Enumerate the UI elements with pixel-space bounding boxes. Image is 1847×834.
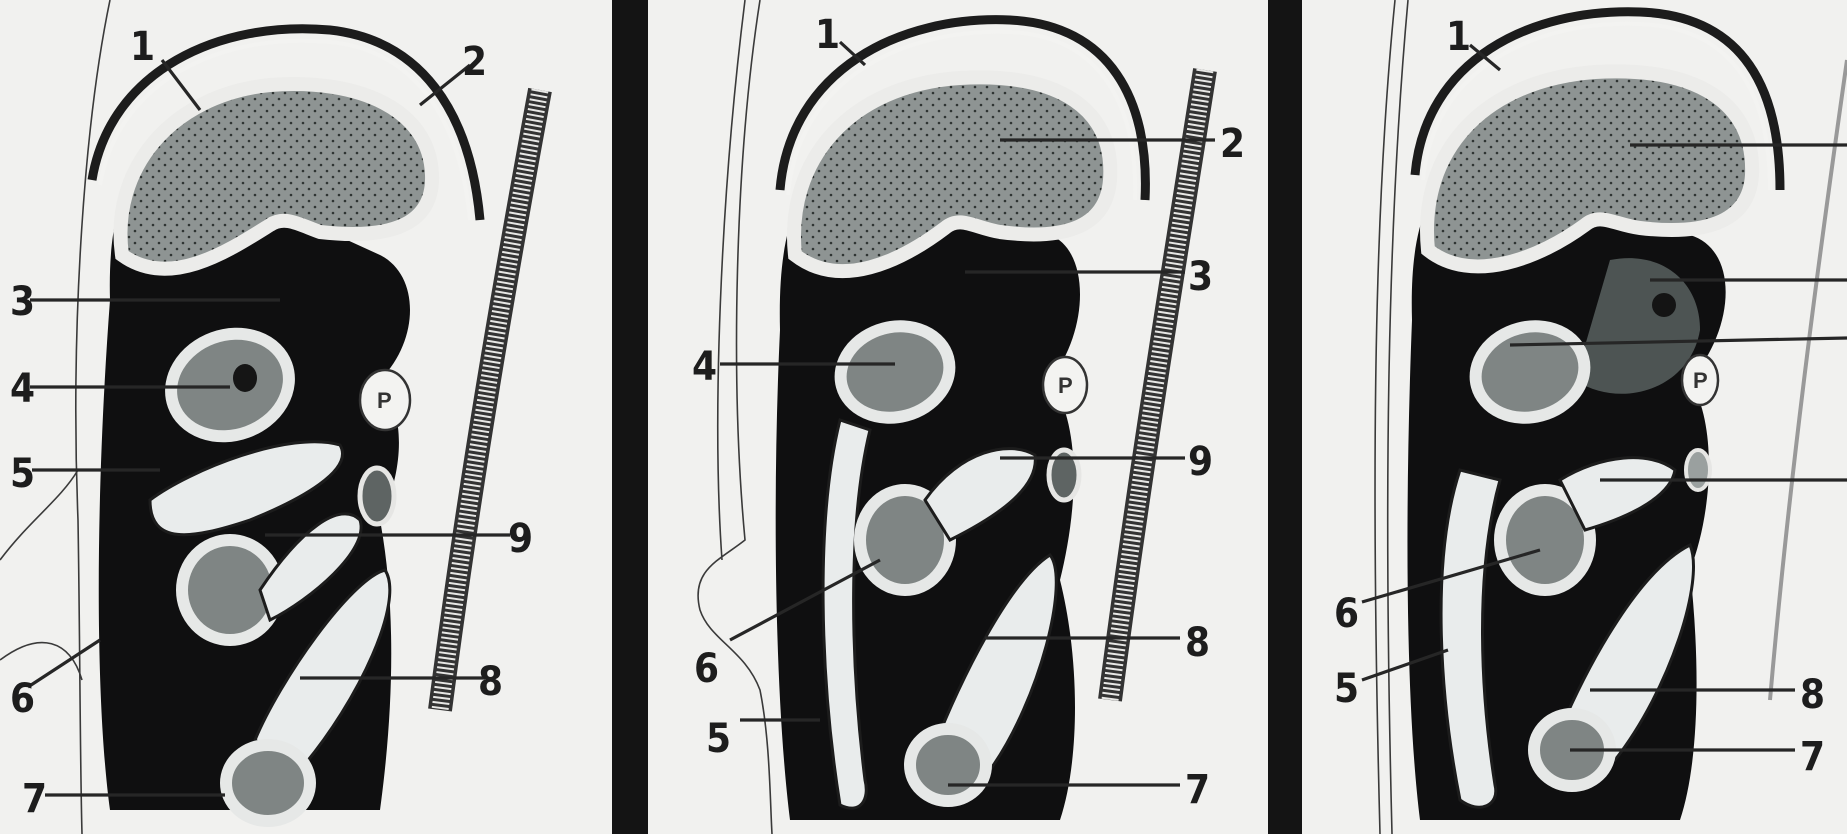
- panel-1-organ-7: [226, 745, 310, 821]
- panel-2-label-6: 6: [694, 646, 719, 692]
- panel-1-label-2: 2: [462, 39, 487, 85]
- panel-1-label-3: 3: [10, 279, 35, 325]
- panel-3-label-8: 8: [1800, 672, 1825, 718]
- panel-2-label-7: 7: [1185, 767, 1210, 813]
- panel-3-p-letter: P: [1693, 368, 1708, 393]
- panel-2-label-3: 3: [1188, 254, 1213, 300]
- panel-divider-right: [1268, 0, 1302, 834]
- panel-2-label-1: 1: [815, 12, 840, 58]
- panel-1-label-1: 1: [130, 24, 155, 70]
- panel-2-label-8: 8: [1185, 620, 1210, 666]
- panel-3-label-6: 6: [1334, 591, 1359, 637]
- panel-1-label-9: 9: [508, 516, 533, 562]
- panel-1-organ-4-lumen: [233, 364, 257, 392]
- panel-3-label-1: 1: [1446, 14, 1471, 60]
- panel-1-small-organ: [360, 468, 394, 524]
- panel-1-label-4: 4: [10, 366, 35, 412]
- panel-2-label-4: 4: [692, 344, 717, 390]
- panel-1-label-6: 6: [10, 676, 35, 722]
- panel-2-label-5: 5: [706, 716, 731, 762]
- panel-1-label-5: 5: [10, 451, 35, 497]
- panel-2-p-letter: P: [1058, 373, 1073, 398]
- panel-3-dark-organ-lumen: [1652, 293, 1676, 317]
- panel-1-p-letter: P: [377, 388, 392, 413]
- panel-3-label-7: 7: [1800, 734, 1825, 780]
- panel-3-small-organ: [1686, 450, 1710, 490]
- panel-1-label-8: 8: [478, 659, 503, 705]
- panel-3-label-5: 5: [1334, 666, 1359, 712]
- panel-2-label-9: 9: [1188, 439, 1213, 485]
- panel-divider-left: [612, 0, 648, 834]
- panel-2-label-2: 2: [1220, 121, 1245, 167]
- panel-2-organ-7: [910, 729, 986, 801]
- panel-1-label-7: 7: [22, 776, 47, 822]
